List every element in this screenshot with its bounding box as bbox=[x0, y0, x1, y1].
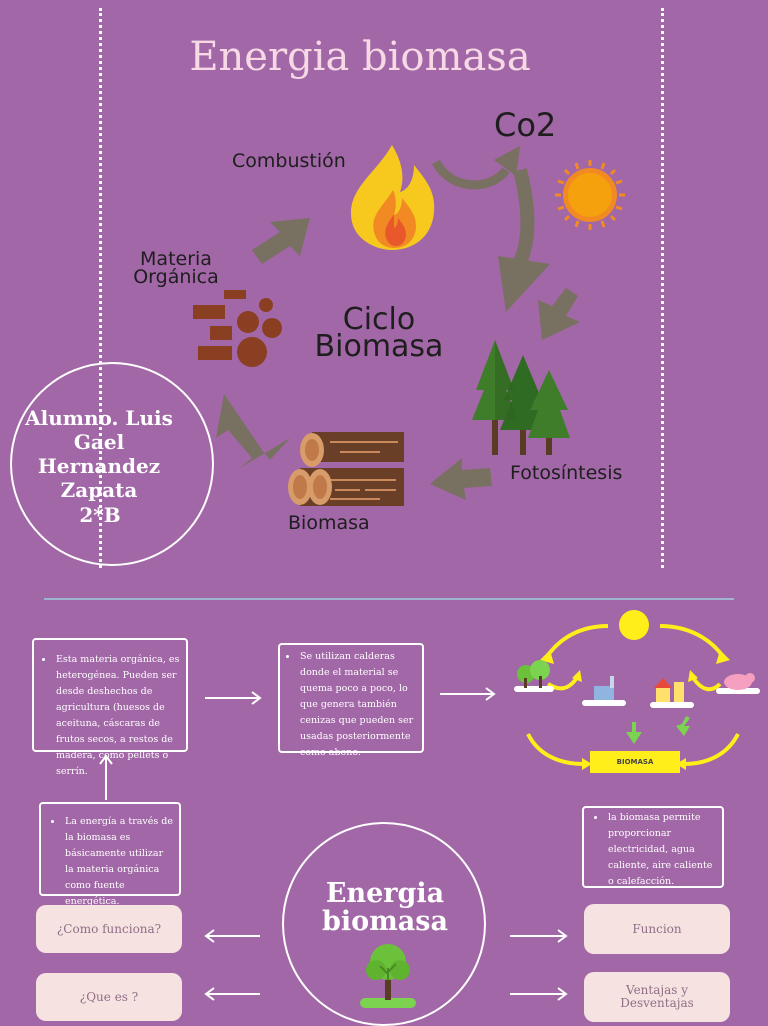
mini-down-arrows-icon bbox=[626, 716, 690, 744]
pill-funcion[interactable]: Funcion bbox=[584, 904, 730, 954]
center-title: Energia biomasa bbox=[322, 878, 448, 937]
sun-icon bbox=[555, 160, 625, 230]
arrow-logs-to-materia-icon bbox=[216, 394, 290, 468]
arrow-right-icon-2 bbox=[440, 687, 496, 701]
label-ciclo-biomasa: Ciclo Biomasa bbox=[314, 302, 444, 364]
arrow-materia-to-fire-icon bbox=[252, 218, 310, 264]
arrow-left-icon-2 bbox=[204, 987, 260, 1001]
pill-ventajas[interactable]: Ventajas y Desventajas bbox=[584, 972, 730, 1022]
biomass-cycle-graphic bbox=[193, 145, 625, 506]
trees-icon bbox=[472, 340, 570, 455]
label-combustion: Combustión bbox=[232, 150, 346, 172]
box-materia-organica: Esta materia orgánica, es heterogénea. P… bbox=[32, 638, 188, 777]
pill-como-funciona[interactable]: ¿Como funciona? bbox=[36, 905, 182, 953]
arrow-right-icon-3 bbox=[510, 929, 568, 943]
arrow-co2-down-icon bbox=[498, 168, 550, 312]
arrow-left-icon-1 bbox=[204, 929, 260, 943]
box-que-es: La energía a través de la biomasa es bás… bbox=[39, 802, 181, 907]
funcion-text: la biomasa permite proporcionar electric… bbox=[606, 810, 716, 890]
flame-icon bbox=[350, 145, 435, 250]
pill-que-es[interactable]: ¿Que es ? bbox=[36, 973, 182, 1021]
mini-trees-icon bbox=[514, 660, 554, 692]
organic-matter-icon bbox=[193, 290, 282, 367]
que-es-text: La energía a través de la biomasa es bás… bbox=[63, 814, 173, 910]
mini-factory-icon bbox=[582, 676, 626, 706]
arrow-right-icon-1 bbox=[205, 691, 262, 705]
arrow-up-icon bbox=[99, 754, 113, 800]
student-circle bbox=[10, 362, 214, 566]
label-materia-organica: Materia Orgánica bbox=[133, 248, 219, 288]
box-funcion: la biomasa permite proporcionar electric… bbox=[582, 806, 724, 888]
materia-text: Esta materia orgánica, es heterogénea. P… bbox=[54, 652, 180, 780]
section-divider bbox=[44, 598, 734, 600]
mini-biomass-diagram bbox=[514, 610, 760, 770]
arrow-fire-to-co2-icon bbox=[431, 146, 520, 190]
logs-icon bbox=[288, 432, 404, 506]
tree-icon bbox=[360, 944, 416, 1008]
label-fotosintesis: Fotosíntesis bbox=[510, 462, 623, 484]
student-group: 2*B bbox=[79, 503, 121, 527]
mini-pig-icon bbox=[716, 673, 760, 694]
mini-house-icon bbox=[650, 678, 694, 708]
dotted-divider-left bbox=[99, 8, 102, 568]
label-co2: Co2 bbox=[494, 106, 557, 144]
flow-arrows bbox=[99, 687, 568, 1001]
box-calderas: Se utilizan calderas donde el material s… bbox=[278, 643, 424, 758]
arrow-right-icon-4 bbox=[510, 987, 568, 1001]
mini-sun-icon bbox=[619, 610, 649, 640]
arrow-to-trees-icon bbox=[538, 288, 580, 340]
student-name: Alumno. Luis Gael Hernandez Zapata bbox=[25, 406, 173, 502]
page-title: Energia biomasa bbox=[189, 34, 531, 80]
mini-biomasa-label: BIOMASA bbox=[590, 751, 680, 773]
arrow-trees-to-logs-icon bbox=[430, 458, 492, 500]
dotted-divider-right bbox=[661, 8, 664, 568]
label-biomasa: Biomasa bbox=[288, 512, 370, 534]
calderas-text: Se utilizan calderas donde el material s… bbox=[298, 649, 418, 761]
